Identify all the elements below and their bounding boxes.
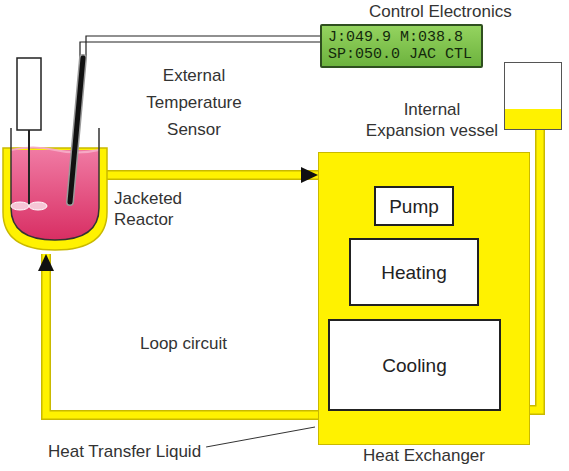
loop-label: Loop circuit	[140, 333, 227, 354]
liquid-surface	[11, 148, 99, 153]
node-label: Heat Exchanger	[319, 446, 529, 466]
reactor-drawing	[2, 128, 108, 252]
pipe-outline	[530, 130, 540, 410]
node-label: Internal Expansion vessel	[363, 99, 501, 141]
stirrer-shaft	[28, 130, 30, 206]
node-label: Heating	[381, 262, 447, 283]
signal-wire	[86, 36, 320, 58]
stirrer-motor	[17, 58, 41, 130]
signal-wire	[80, 42, 320, 58]
reactor-liquid	[11, 150, 99, 240]
node-label: Pump	[389, 196, 439, 217]
impeller-blade	[11, 202, 29, 210]
pipe-connector	[46, 254, 318, 415]
leader-line	[206, 427, 315, 447]
heating-box: Heating	[349, 238, 479, 306]
liquid-label: Heat Transfer Liquid	[48, 441, 201, 462]
sensor-wires	[80, 36, 320, 58]
pipe-outline	[46, 254, 318, 415]
pipe-fill	[530, 130, 540, 410]
jacketed-reactor: Jacketed Reactor	[2, 128, 108, 252]
pipe-fill	[46, 254, 318, 415]
node-label: Cooling	[382, 355, 446, 376]
cooling-box: Cooling	[328, 319, 501, 411]
pipe-connector	[530, 130, 540, 410]
node-label: Jacketed Reactor	[114, 188, 209, 230]
heat-exchanger: PumpHeatingCoolingHeat Exchanger	[318, 152, 530, 445]
impeller-blade	[29, 202, 47, 210]
temperature-probe	[70, 58, 83, 202]
reactor-wall	[11, 128, 99, 240]
display-readout: J:049.9 M:038.8 SP:050.0 JAC CTL	[328, 29, 475, 63]
sensor-sleeve	[70, 58, 83, 202]
sensor-label: External Temperature Sensor	[140, 62, 248, 143]
pipe-outline	[104, 170, 318, 180]
reactor-jacket	[3, 148, 107, 250]
control-display: Control ElectronicsJ:049.9 M:038.8 SP:05…	[320, 24, 483, 68]
pipe-fill	[104, 172, 318, 179]
expansion-vessel: Internal Expansion vessel	[504, 62, 562, 130]
pump-box: Pump	[374, 186, 454, 226]
leader-layer	[206, 427, 315, 447]
node-label: Control Electronics	[369, 1, 512, 22]
pipe-connector	[104, 175, 318, 176]
